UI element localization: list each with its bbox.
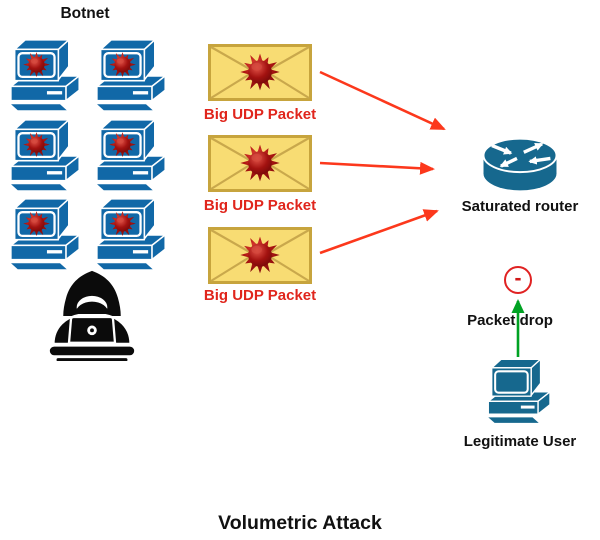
disk-slot — [520, 405, 535, 409]
udp-packet-label-3: Big UDP Packet — [203, 287, 317, 304]
disk-slot — [132, 171, 149, 175]
infected-computer-icon — [8, 39, 80, 112]
udp-packet-2 — [207, 135, 313, 192]
disk-slot — [46, 91, 63, 95]
botnet-computer-5 — [6, 197, 86, 271]
udp-packet-envelope-icon — [208, 227, 312, 284]
attack-arrow-3 — [319, 209, 439, 255]
legitimate-user-computer-icon — [485, 358, 551, 425]
udp-packet-label-1: Big UDP Packet — [203, 106, 317, 123]
infected-computer-icon — [94, 198, 166, 271]
infected-computer-icon — [8, 119, 80, 192]
attack-arrow-2 — [319, 161, 435, 175]
botnet-computer-4 — [92, 118, 172, 192]
botnet-computer-1 — [6, 38, 86, 112]
botnet-computer-3 — [6, 118, 86, 192]
infected-computer-icon — [94, 119, 166, 192]
botnet-label: Botnet — [60, 5, 110, 22]
disk-slot — [132, 250, 149, 254]
legitimate-user-label: Legitimate User — [463, 433, 577, 450]
disk-slot — [132, 91, 149, 95]
botnet-computer-6 — [92, 197, 172, 271]
disk-slot — [46, 171, 63, 175]
router-icon — [482, 137, 558, 191]
attack-arrow-1 — [319, 70, 446, 131]
packet-drop-label: Packet drop — [467, 312, 553, 329]
udp-packet-3 — [207, 227, 313, 284]
packet-drop-icon: - — [504, 266, 532, 294]
udp-packet-envelope-icon — [208, 44, 312, 101]
udp-packet-envelope-icon — [208, 135, 312, 192]
disk-slot — [46, 250, 63, 254]
infected-computer-icon — [94, 39, 166, 112]
botnet-computer-2 — [92, 38, 172, 112]
udp-packet-label-2: Big UDP Packet — [203, 197, 317, 214]
udp-packet-1 — [207, 44, 313, 101]
hacker-icon — [49, 270, 135, 361]
saturated-router-label: Saturated router — [461, 198, 579, 215]
diagram-title: Volumetric Attack — [218, 512, 382, 534]
infected-computer-icon — [8, 198, 80, 271]
minus-symbol: - — [514, 266, 522, 290]
